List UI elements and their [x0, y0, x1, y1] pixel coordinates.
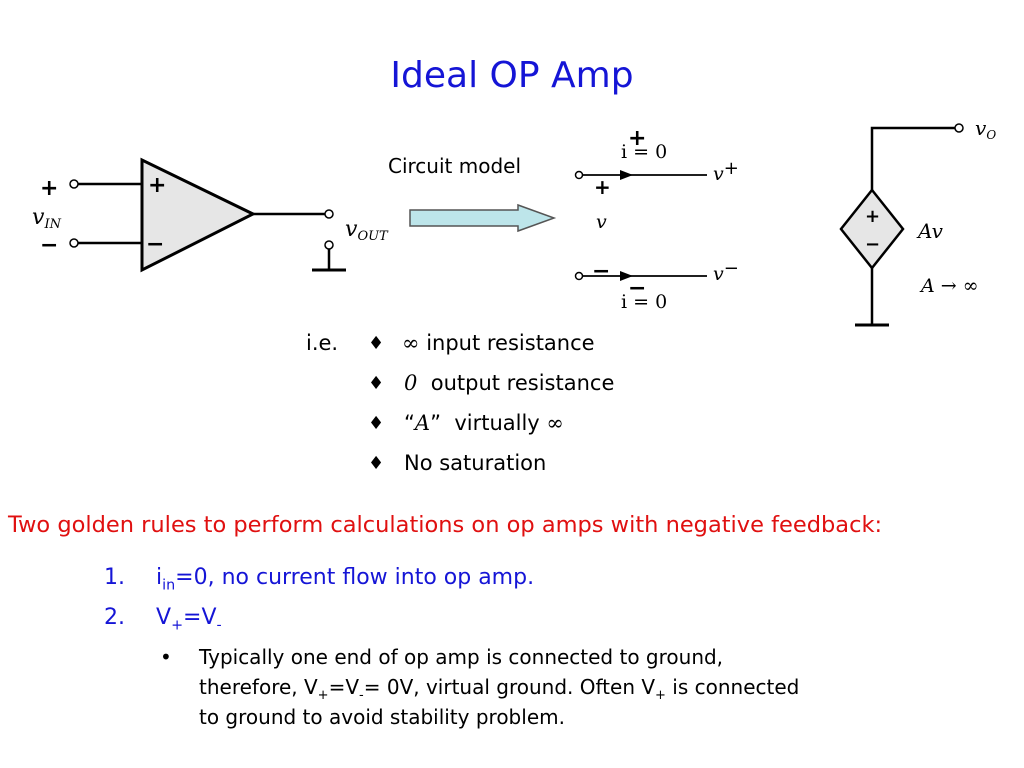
source-output-wire — [870, 126, 955, 200]
rule-1: 1. iin=0, no current flow into op amp. — [0, 565, 1024, 595]
model-v-label: v — [596, 211, 607, 233]
vin-minus-sign: − — [40, 233, 58, 258]
property-item: ∞ input resistance — [402, 331, 595, 355]
rule-number: 1. — [104, 565, 125, 590]
property-text: output resistance — [430, 371, 615, 395]
input-terminal-plus — [69, 179, 79, 189]
infinity-symbol: ∞ — [402, 331, 420, 355]
ground-terminal — [324, 240, 334, 250]
model-input-minus: − — [592, 259, 610, 284]
golden-rules-heading: Two golden rules to perform calculations… — [8, 512, 883, 538]
current-arrow-plus — [620, 170, 633, 180]
i-top-plus: + — [628, 126, 646, 151]
output-terminal — [324, 209, 334, 219]
model-terminal-minus — [574, 271, 584, 281]
i-bottom-label: i = 0 — [621, 291, 667, 313]
note-bullet: • — [160, 645, 172, 669]
diamond-bullet: ♦ — [368, 413, 385, 434]
rule-number: 2. — [104, 605, 125, 630]
v-minus-label: v− — [713, 258, 739, 285]
opamp-symbol: + − + − vIN vOUT — [32, 157, 389, 273]
property-text: virtually — [454, 411, 540, 435]
diamond-bullet: ♦ — [368, 453, 385, 474]
opamp-triangle — [140, 157, 257, 273]
ie-prefix: i.e. — [306, 331, 339, 355]
circuit-model-label: Circuit model — [388, 154, 522, 178]
property-item: “A” virtually ∞ — [404, 411, 564, 435]
gain-symbol: A — [414, 411, 431, 435]
rule-text: V+=V- — [156, 605, 222, 634]
dependent-source-diamond — [839, 187, 905, 271]
infinity-symbol: ∞ — [546, 411, 564, 435]
diamond-bullet: ♦ — [368, 333, 385, 354]
vin-plus-sign: + — [40, 176, 58, 201]
current-arrow-minus — [620, 271, 633, 281]
opamp-plus-sign: + — [148, 173, 166, 198]
circuit-model-inputs: i = 0 + i = 0 − + v − v+ v− — [574, 126, 739, 313]
vo-terminal — [954, 123, 964, 133]
note-line-1: Typically one end of op amp is connected… — [199, 645, 724, 669]
model-input-plus: + — [594, 175, 611, 199]
i-top-label: i = 0 — [621, 141, 667, 163]
diamond-bullet: ♦ — [368, 373, 385, 394]
zero-symbol: 0 — [404, 371, 418, 395]
model-arrow — [409, 203, 557, 233]
v-plus-label: v+ — [713, 158, 739, 185]
gain-label: Av — [916, 219, 944, 243]
source-minus-sign: − — [865, 234, 880, 255]
vin-label: vIN — [32, 205, 62, 232]
opamp-minus-sign: − — [146, 232, 164, 257]
source-plus-sign: + — [865, 206, 880, 227]
note-line-2: therefore, V+=V-= 0V, virtual ground. Of… — [199, 675, 800, 703]
property-item: No saturation — [404, 451, 546, 475]
rule-2: 2. V+=V- — [0, 605, 1024, 635]
vo-label: vO — [975, 116, 996, 142]
i-bottom-minus: − — [628, 276, 646, 301]
note-line-3: to ground to avoid stability problem. — [199, 705, 565, 729]
property-item: 0 output resistance — [404, 371, 614, 395]
property-text: input resistance — [426, 331, 595, 355]
property-text: No saturation — [404, 451, 547, 475]
close-quote: ” — [430, 411, 441, 435]
vout-label: vOUT — [345, 217, 389, 244]
rule-text: iin=0, no current flow into op amp. — [156, 565, 535, 594]
slide-title: Ideal OP Amp — [390, 55, 634, 96]
gain-limit-label: A → ∞ — [919, 275, 979, 297]
model-terminal-plus — [574, 170, 584, 180]
open-quote: “ — [404, 411, 415, 435]
input-terminal-minus — [69, 238, 79, 248]
dependent-source-model: + − vO Av A → ∞ — [839, 116, 996, 327]
